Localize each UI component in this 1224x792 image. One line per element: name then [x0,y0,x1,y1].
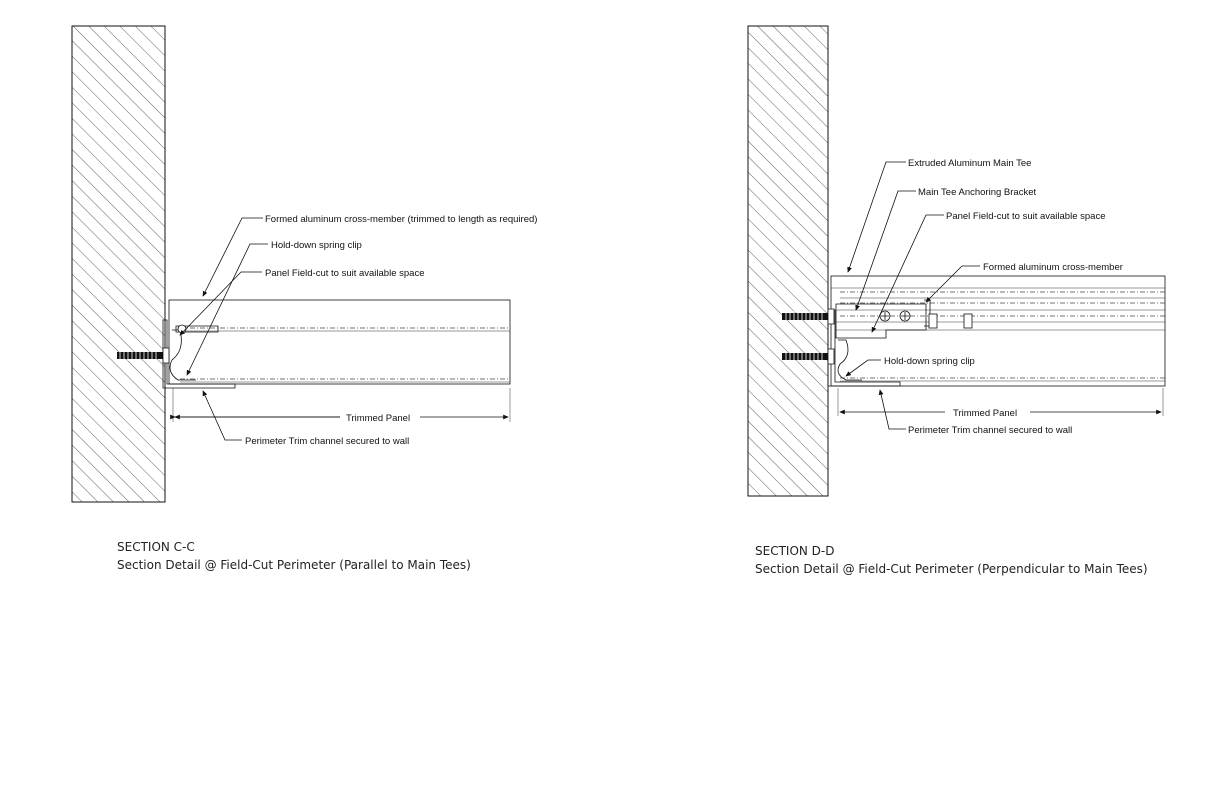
section-c-title: SECTION C-C [117,540,195,554]
section-c-subtitle: Section Detail @ Field-Cut Perimeter (Pa… [117,558,471,572]
wall-d [747,25,829,497]
label-panel-cut-c: Panel Field-cut to suit available space [265,268,424,279]
section-d-subtitle: Section Detail @ Field-Cut Perimeter (Pe… [755,562,1148,576]
panel-c [168,299,511,385]
section-c-drawing: Trimmed Panel Formed aluminum cross-memb… [71,25,537,503]
anchoring-bracket-d [835,303,927,339]
label-bracket-d: Main Tee Anchoring Bracket [918,187,1036,198]
label-cross-member-c: Formed aluminum cross-member (trimmed to… [265,214,537,225]
label-spring-clip-c: Hold-down spring clip [271,240,362,251]
screw-d-upper [782,308,835,325]
label-perimeter-trim-c: Perimeter Trim channel secured to wall [245,436,409,447]
perimeter-trim-d [828,309,901,387]
label-main-tee-d: Extruded Aluminum Main Tee [908,158,1031,169]
label-perimeter-trim-d: Perimeter Trim channel secured to wall [908,425,1072,436]
label-spring-clip-d: Hold-down spring clip [884,356,975,367]
dim-trimmed-panel-c: Trimmed Panel [346,413,410,424]
section-d-caption: SECTION D-D Section Detail @ Field-Cut P… [755,542,1148,578]
spring-clip-d [837,339,862,381]
panel-d [830,275,1166,387]
fastener-1 [928,313,938,329]
perimeter-trim-c [162,319,236,389]
section-c-caption: SECTION C-C Section Detail @ Field-Cut P… [117,538,471,574]
section-d-title: SECTION D-D [755,544,835,558]
cross-member-c [175,325,219,333]
wall-c [71,25,166,503]
screw-d-lower [782,348,835,365]
dim-trimmed-panel-d: Trimmed Panel [953,408,1017,419]
spring-clip-c [169,329,196,381]
screw-c [117,347,170,364]
section-d-drawing: Trimmed Panel Extruded Aluminum Main Tee… [747,25,1166,497]
label-cross-member-d: Formed aluminum cross-member [983,262,1123,273]
label-panel-cut-d: Panel Field-cut to suit available space [946,211,1105,222]
fastener-2 [963,313,973,329]
